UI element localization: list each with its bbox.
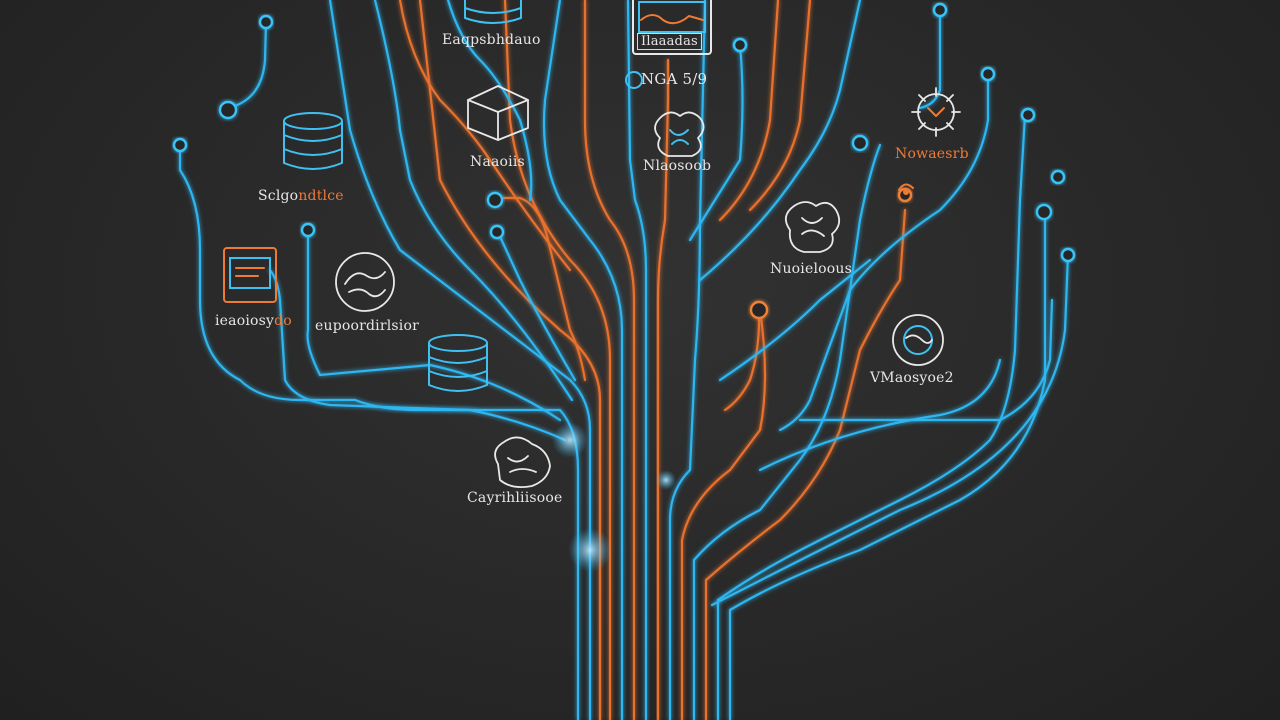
label-top-center-code: NGA 5/9 [641,70,708,88]
cube-icon [467,85,529,141]
terminal-nodes [172,2,1076,320]
label-left-database-part2: ndtlce [298,188,344,204]
brain-icon [494,436,551,489]
node-dot [258,14,274,30]
label-left-database-part1: Sclgo [258,188,299,204]
label-left-panel-part2: do [274,313,292,329]
label-mid-center: Nlaosoob [643,158,712,174]
label-bottom-left: Cayrihliisooe [467,490,563,506]
node-dot [749,300,769,320]
node-dot [172,137,188,153]
node-dot [1060,247,1076,263]
monitor-icon [632,0,712,55]
label-right-top: Nowaesrb [895,146,969,162]
node-dot [1050,169,1066,185]
node-dot [300,222,316,238]
right-branch-traces [688,0,1054,472]
node-dot [932,2,948,18]
brain-icon [335,252,395,312]
label-top-center-left: Eaqpsbhdauo [442,32,541,48]
node-dot [1020,107,1036,123]
label-right-low: VMaosyoe2 [870,370,954,386]
left-branch-traces [226,0,587,442]
label-left-panel: ieaoiosydo [215,313,292,329]
brain-icon [784,201,841,253]
node-dot [851,134,869,152]
label-left-panel-part1: ieaoiosy [215,313,275,329]
gear-icon [911,87,961,137]
monitor-icon [223,247,277,303]
label-left-graph: eupoordirlsior [315,318,420,334]
node-dot [486,191,504,209]
node-dot [980,66,996,82]
trunk-traces [178,0,1070,720]
globe-icon [892,314,944,366]
node-dot [1035,203,1053,221]
node-dot [732,37,748,53]
label-right-mid: Nuoieloous [770,261,852,277]
label-left-database: Sclgondtlce [258,188,344,204]
node-dot [218,100,238,120]
database-icon [283,112,343,170]
brain-icon [654,111,705,157]
label-top-center-box: Ilaaadas [637,33,702,50]
bug-icon [898,183,914,195]
glow-spot [656,470,676,490]
cloud-icon [625,71,643,89]
glow-spot [568,528,612,572]
database-icon [428,334,488,392]
glow-spot [552,422,588,458]
label-left-cube: Naaoiis [470,154,525,170]
node-dot [489,224,505,240]
database-icon [464,0,522,24]
